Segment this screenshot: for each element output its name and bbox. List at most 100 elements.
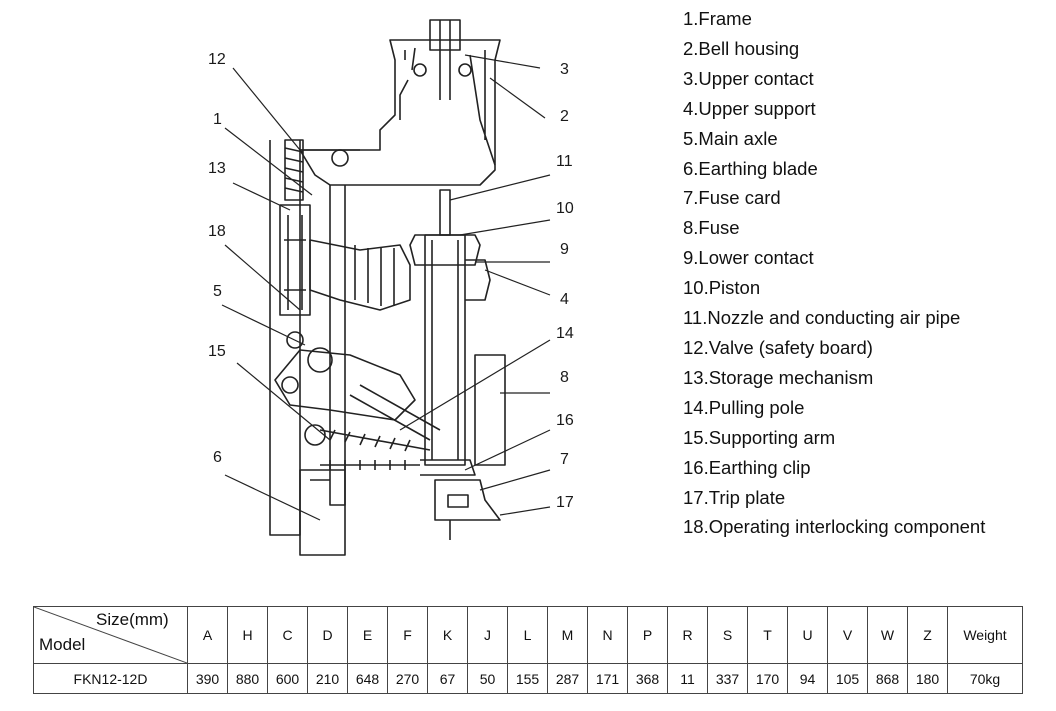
callout-2: 2 <box>560 108 569 125</box>
storage-mechanism <box>279 204 311 316</box>
column-header: U <box>787 606 828 664</box>
column-header: H <box>227 606 268 664</box>
column-header: R <box>667 606 708 664</box>
table-cell: 170 <box>747 663 788 694</box>
nozzle <box>439 189 451 236</box>
table-cell: 287 <box>547 663 588 694</box>
table-cell: 171 <box>587 663 628 694</box>
legend-item: 13.Storage mechanism <box>683 366 874 388</box>
trip-plate <box>434 479 501 521</box>
callout-16: 16 <box>556 412 574 429</box>
column-header: S <box>707 606 748 664</box>
table-cell: 270 <box>387 663 428 694</box>
legend-item: 16.Earthing clip <box>683 456 811 478</box>
column-header: T <box>747 606 788 664</box>
corner-size-label: Size(mm) <box>96 610 169 629</box>
supporting-arm-spring <box>319 429 431 452</box>
legend-item: 12.Valve (safety board) <box>683 336 873 358</box>
column-header: C <box>267 606 308 664</box>
column-header: M <box>547 606 588 664</box>
legend-item: 5.Main axle <box>683 127 778 149</box>
table-cell: 105 <box>827 663 868 694</box>
table-cell: 600 <box>267 663 308 694</box>
callout-17: 17 <box>556 494 574 511</box>
legend-item: 14.Pulling pole <box>683 396 805 418</box>
main-axle-plate <box>274 349 416 421</box>
table-cell: 50 <box>467 663 508 694</box>
column-header: Z <box>907 606 948 664</box>
column-header: E <box>347 606 388 664</box>
column-header: W <box>867 606 908 664</box>
legend-item: 3.Upper contact <box>683 67 814 89</box>
legend-item: 9.Lower contact <box>683 247 814 269</box>
earthing-blade <box>299 469 346 556</box>
column-header: V <box>827 606 868 664</box>
table-cell: 67 <box>427 663 468 694</box>
frame-outline <box>269 140 360 536</box>
legend-item: 7.Fuse card <box>683 187 781 209</box>
bell-housing <box>299 39 501 186</box>
callout-15: 15 <box>208 343 226 360</box>
legend-item: 18.Operating interlocking component <box>683 516 986 538</box>
piston <box>409 234 481 266</box>
legend-item: 11.Nozzle and conducting air pipe <box>683 307 961 329</box>
upper-contact <box>429 19 461 100</box>
table-cell: 210 <box>307 663 348 694</box>
table-cell: 368 <box>627 663 668 694</box>
column-header: K <box>427 606 468 664</box>
table-cell: 155 <box>507 663 548 694</box>
callout-14: 14 <box>556 325 574 342</box>
column-header: L <box>507 606 548 664</box>
callout-10: 10 <box>556 200 574 217</box>
table-cell: 648 <box>347 663 388 694</box>
callout-12: 12 <box>208 51 226 68</box>
column-header: N <box>587 606 628 664</box>
table-corner-cell: Size(mm) Model <box>33 606 188 664</box>
callout-9: 9 <box>560 241 569 258</box>
pulling-pole <box>349 384 441 441</box>
callout-4: 4 <box>560 291 569 308</box>
table-cell: 337 <box>707 663 748 694</box>
table-cell: 11 <box>667 663 708 694</box>
column-header: P <box>627 606 668 664</box>
table-cell: 880 <box>227 663 268 694</box>
legend-item: 2.Bell housing <box>683 37 800 59</box>
operating-interlock <box>309 239 411 311</box>
column-header: A <box>187 606 228 664</box>
model-cell: FKN12-12D <box>33 663 188 694</box>
legend-item: 8.Fuse <box>683 217 740 239</box>
table-cell: 94 <box>787 663 828 694</box>
callout-5: 5 <box>213 283 222 300</box>
callout-1: 1 <box>213 111 222 128</box>
legend-item: 17.Trip plate <box>683 486 786 508</box>
earthing-clip <box>420 459 476 476</box>
corner-model-label: Model <box>39 635 86 654</box>
corner-diagonal <box>34 607 187 663</box>
table-cell: 70kg <box>947 663 1023 694</box>
parts-legend: 1.Frame 2.Bell housing 3.Upper contact 4… <box>683 4 985 542</box>
callout-7: 7 <box>560 451 569 468</box>
callout-6: 6 <box>213 449 222 466</box>
callout-3: 3 <box>560 61 569 78</box>
column-header: D <box>307 606 348 664</box>
legend-item: 15.Supporting arm <box>683 426 836 448</box>
table-cell: 180 <box>907 663 948 694</box>
insulator-sheds-upper <box>399 47 496 166</box>
table-cell: 390 <box>187 663 228 694</box>
legend-item: 4.Upper support <box>683 97 816 119</box>
column-header: J <box>467 606 508 664</box>
callout-18: 18 <box>208 223 226 240</box>
column-header: F <box>387 606 428 664</box>
callout-8: 8 <box>560 369 569 386</box>
switch-cross-section-diagram: 12 1 13 18 5 15 6 3 2 11 10 9 4 14 8 16 … <box>208 19 574 556</box>
fuse-body <box>474 354 506 466</box>
callout-11: 11 <box>556 153 573 170</box>
table-cell: 868 <box>867 663 908 694</box>
column-header: Weight <box>947 606 1023 664</box>
legend-item: 1.Frame <box>683 8 752 29</box>
callout-13: 13 <box>208 160 226 177</box>
valve-spring <box>284 139 304 201</box>
